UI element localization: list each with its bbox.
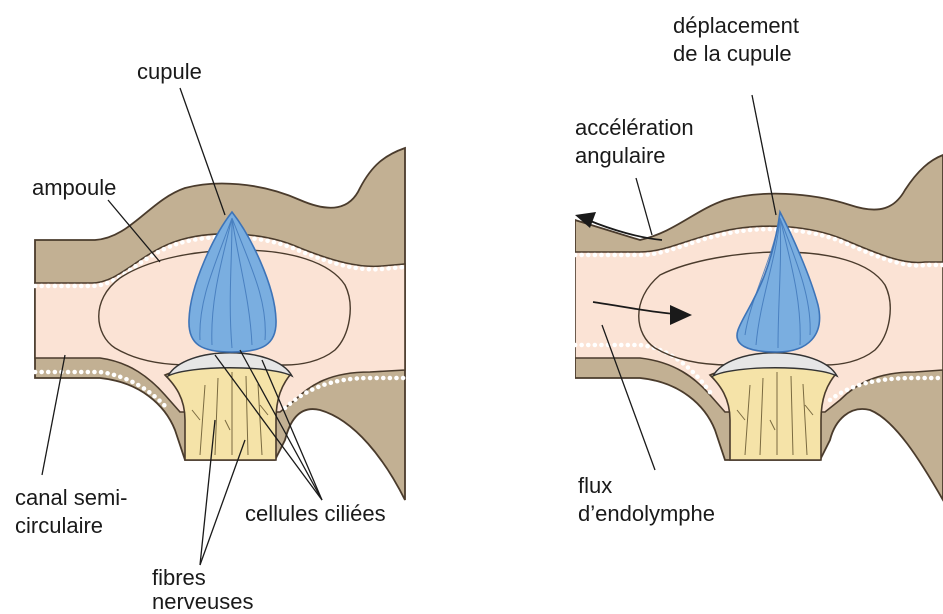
label-deplacement-line1: déplacement bbox=[673, 14, 799, 38]
label-acceleration-line2: angulaire bbox=[575, 144, 666, 168]
label-flux-line2: d’endolymphe bbox=[578, 502, 715, 526]
label-canal-line1: canal semi- bbox=[15, 486, 127, 510]
label-fibres-line1: fibres bbox=[152, 566, 206, 590]
label-cellules: cellules ciliées bbox=[245, 502, 386, 526]
label-ampoule: ampoule bbox=[32, 176, 116, 200]
label-flux-line1: flux bbox=[578, 474, 612, 498]
label-canal-line2: circulaire bbox=[15, 514, 103, 538]
leader-acceleration bbox=[636, 178, 652, 235]
label-acceleration-line1: accélération bbox=[575, 116, 694, 140]
label-cupule: cupule bbox=[137, 60, 202, 84]
label-fibres-line2: nerveuses bbox=[152, 590, 254, 614]
label-deplacement-line2: de la cupule bbox=[673, 42, 792, 66]
